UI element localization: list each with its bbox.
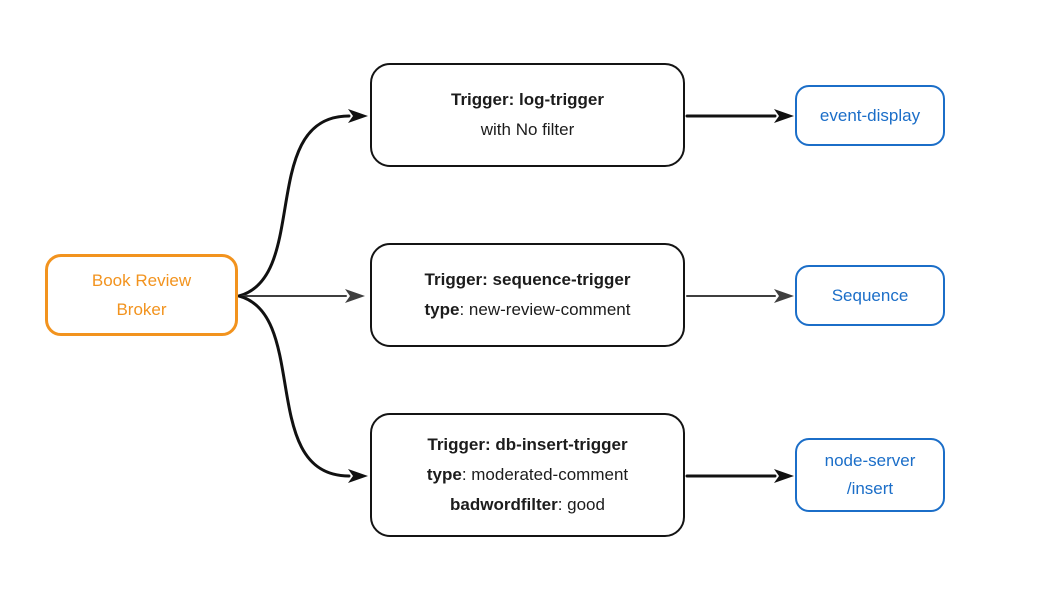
sequence-label: Sequence <box>831 285 909 305</box>
node-event-display: event-display <box>795 85 945 146</box>
node-book-review-broker: Book Review Broker <box>45 254 238 336</box>
sequence-trigger-attr1-key: type <box>424 300 460 319</box>
edge-broker-to-log-trigger <box>237 109 368 298</box>
db-insert-trigger-attr2: badwordfilter: good <box>450 490 605 520</box>
broker-label-line2: Broker <box>116 300 167 319</box>
db-insert-trigger-attr1-key: type <box>426 465 462 484</box>
sequence-trigger-attr1-val: : new-review-comment <box>459 300 631 319</box>
db-insert-trigger-title: Trigger: db-insert-trigger <box>427 435 628 454</box>
sequence-trigger-attr1: type: new-review-comment <box>425 295 631 325</box>
db-insert-trigger-attr1-val: : moderated-comment <box>461 465 629 484</box>
log-trigger-title: Trigger: log-trigger <box>451 90 604 109</box>
sequence-trigger-title: Trigger: sequence-trigger <box>424 270 631 289</box>
db-insert-trigger-attr1: type: moderated-comment <box>427 460 628 490</box>
broker-label-line1: Book Review <box>91 271 192 290</box>
node-node-server-insert: node-server /insert <box>795 438 945 512</box>
node-log-trigger: Trigger: log-trigger with No filter <box>370 63 685 167</box>
event-display-label: event-display <box>819 105 921 125</box>
node-db-insert-trigger: Trigger: db-insert-trigger type: moderat… <box>370 413 685 537</box>
log-trigger-subtitle: with No filter <box>480 120 575 139</box>
edge-broker-to-db-insert-trigger <box>237 294 368 483</box>
node-server-label-line2: /insert <box>846 479 894 498</box>
node-sequence-trigger: Trigger: sequence-trigger type: new-revi… <box>370 243 685 347</box>
db-insert-trigger-attr2-key: badwordfilter <box>450 495 558 514</box>
db-insert-trigger-attr2-val: : good <box>557 495 605 514</box>
node-server-label-line1: node-server <box>824 451 916 470</box>
node-sequence: Sequence <box>795 265 945 326</box>
